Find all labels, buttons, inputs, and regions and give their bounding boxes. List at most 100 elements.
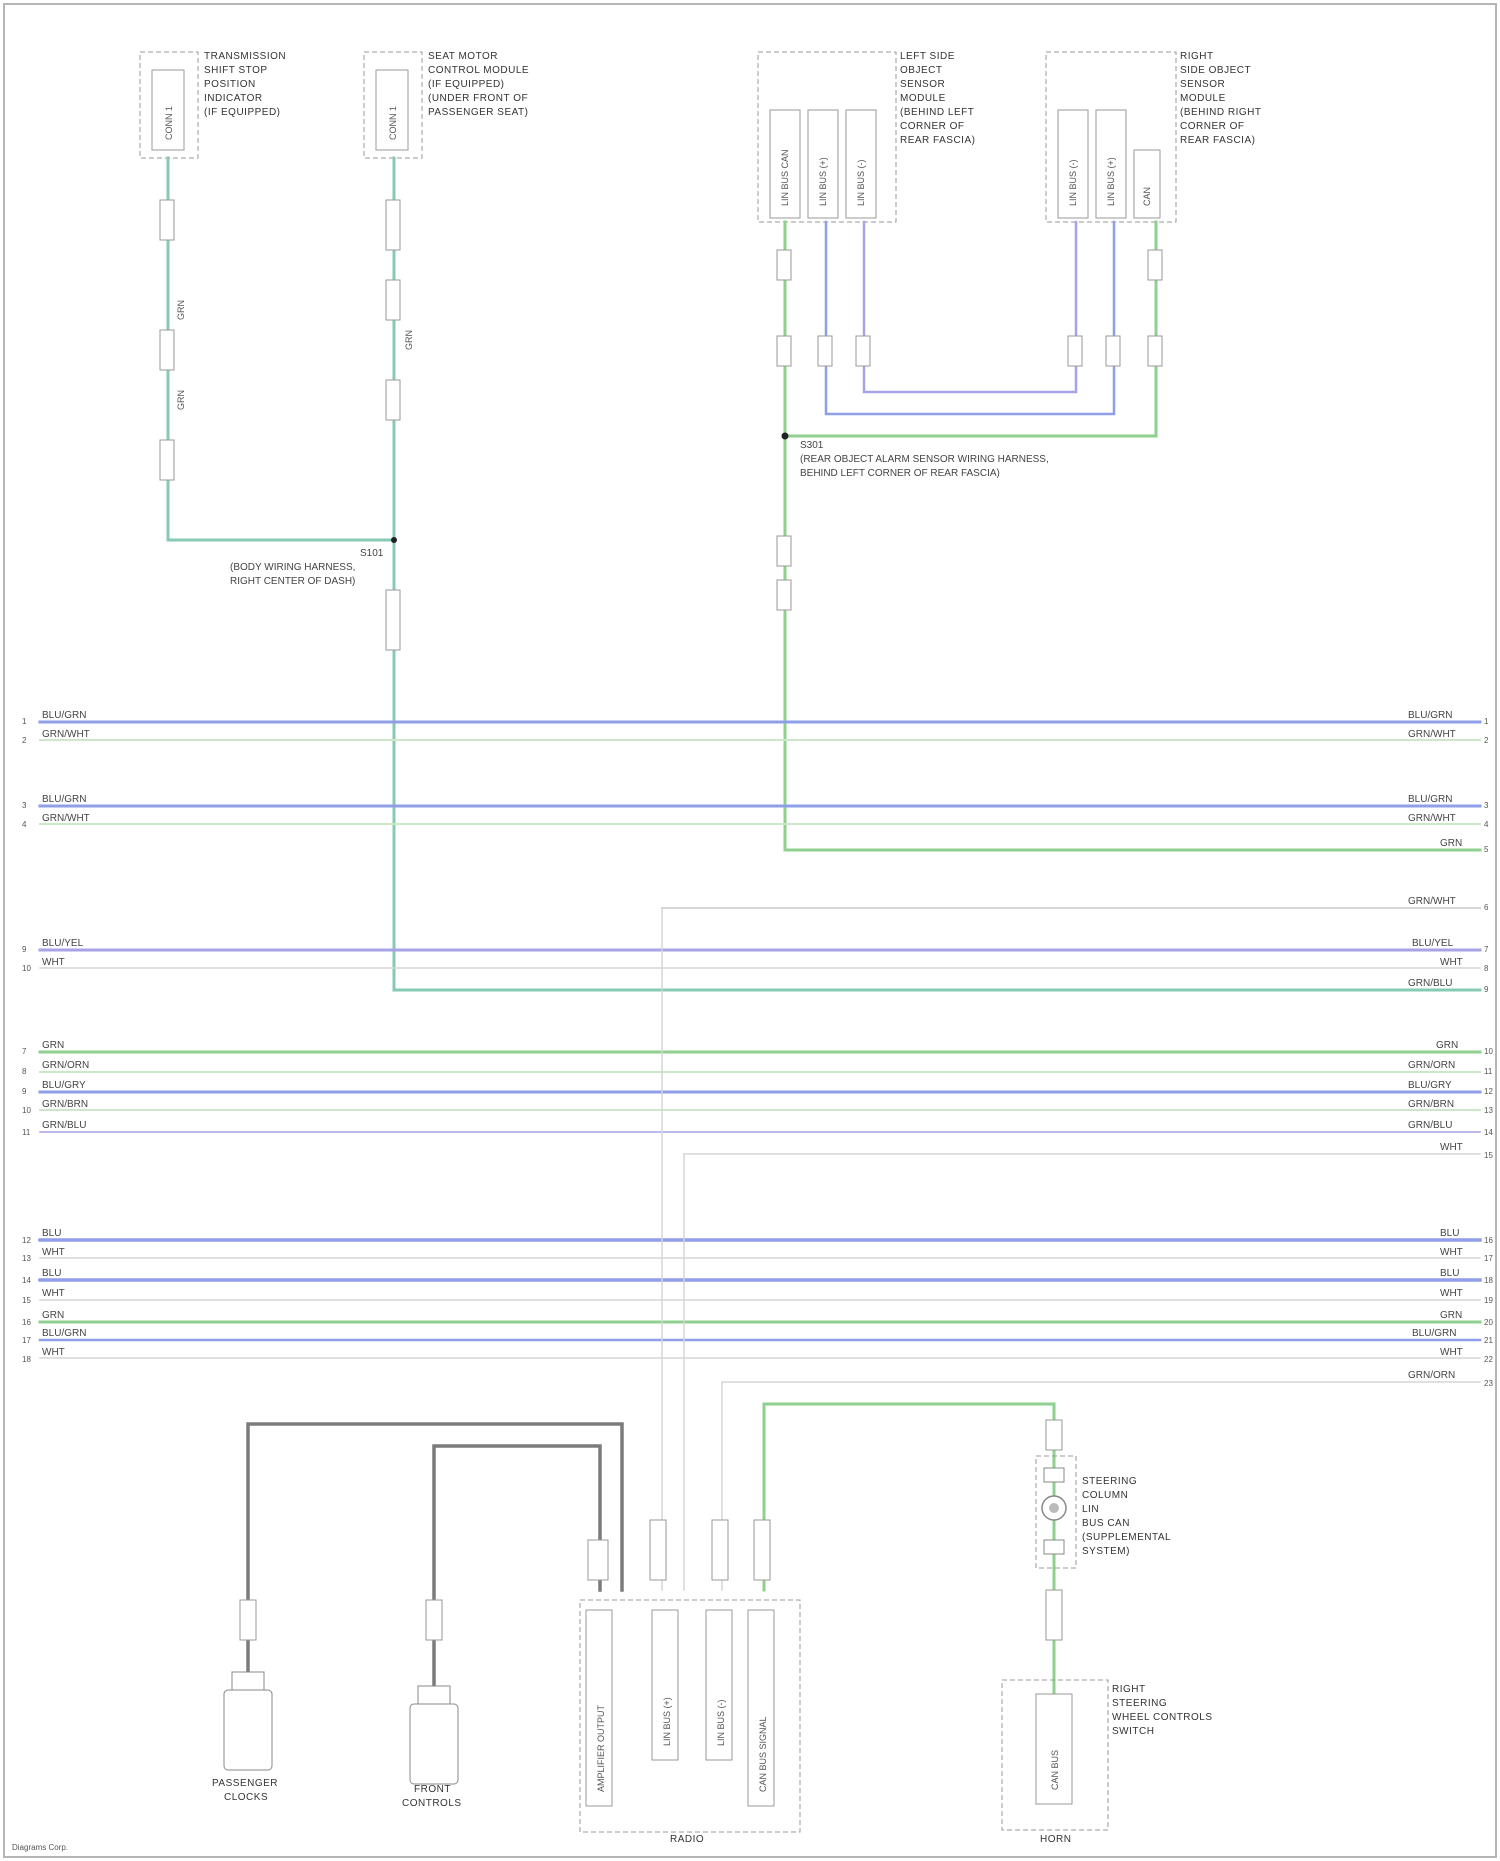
svg-text:GRN: GRN	[42, 1040, 64, 1051]
svg-text:WHT: WHT	[1440, 1288, 1463, 1299]
svg-text:17: 17	[1484, 1254, 1493, 1263]
block-label-line: COLUMN	[1082, 1490, 1128, 1501]
svg-text:AMPLIFIER OUTPUT: AMPLIFIER OUTPUT	[596, 1704, 606, 1792]
splice-label-line: BEHIND LEFT CORNER OF REAR FASCIA)	[800, 468, 1000, 479]
steering-clutch-component: STEERING COLUMN LIN BUS CAN (SUPPLEMENTA…	[1036, 1456, 1171, 1568]
svg-text:GRN/WHT: GRN/WHT	[42, 729, 90, 740]
svg-text:18: 18	[1484, 1276, 1493, 1285]
svg-text:14: 14	[22, 1276, 31, 1285]
splice-label-line: (BODY WIRING HARNESS,	[230, 562, 355, 573]
svg-text:GRN/WHT: GRN/WHT	[1408, 813, 1456, 824]
svg-text:20: 20	[1484, 1318, 1493, 1327]
svg-text:17: 17	[22, 1336, 31, 1345]
block-label-line: WHEEL CONTROLS	[1112, 1712, 1213, 1723]
svg-text:GRN: GRN	[1436, 1040, 1458, 1051]
svg-text:22: 22	[1484, 1355, 1493, 1364]
seat-module-pin-label: CONN 1	[388, 106, 398, 140]
block-label-line: SYSTEM)	[1082, 1546, 1130, 1557]
splice-right-label: S301 (REAR OBJECT ALARM SENSOR WIRING HA…	[800, 440, 1049, 479]
svg-text:9: 9	[22, 945, 27, 954]
svg-text:10: 10	[22, 1106, 31, 1115]
block-label-line: SWITCH	[1112, 1726, 1154, 1737]
right-sensor-label: RIGHT SIDE OBJECT SENSOR MODULE (BEHIND …	[1180, 51, 1262, 146]
svg-text:8: 8	[1484, 964, 1489, 973]
block-label-line: (UNDER FRONT OF	[428, 93, 528, 104]
svg-text:3: 3	[1484, 801, 1489, 810]
svg-text:GRN/BRN: GRN/BRN	[42, 1099, 88, 1110]
svg-text:2: 2	[22, 736, 27, 745]
module-label: RADIO	[670, 1834, 704, 1845]
svg-text:BLU: BLU	[1440, 1268, 1459, 1279]
svg-text:4: 4	[22, 820, 27, 829]
bus-group-1: 1 2 BLU/GRN GRN/WHT BLU/GRN GRN/WHT 1 2	[22, 710, 1489, 745]
block-label-line: (SUPPLEMENTAL	[1082, 1532, 1171, 1543]
svg-text:GRN: GRN	[404, 330, 414, 350]
svg-text:GRN: GRN	[1440, 838, 1462, 849]
switch-label: HORN	[1040, 1834, 1071, 1845]
svg-text:4: 4	[1484, 820, 1489, 829]
svg-text:1: 1	[1484, 717, 1489, 726]
splice-label-line: S101	[360, 548, 384, 559]
svg-text:BLU/GRY: BLU/GRY	[42, 1080, 86, 1091]
svg-text:LIN BUS (+): LIN BUS (+)	[1106, 157, 1116, 206]
svg-text:7: 7	[22, 1047, 27, 1056]
component-label: PASSENGER	[212, 1778, 278, 1789]
bus-group-3: 9 10 BLU/YEL WHT GRN/WHT BLU/YEL WHT GRN…	[22, 896, 1489, 994]
block-label-line: LEFT SIDE	[900, 51, 955, 62]
block-label-line: (BEHIND RIGHT	[1180, 107, 1262, 118]
front-controls-component: FRONT CONTROLS	[402, 1686, 462, 1809]
svg-text:18: 18	[22, 1355, 31, 1364]
svg-text:GRN/BLU: GRN/BLU	[1408, 978, 1452, 989]
svg-text:WHT: WHT	[1440, 957, 1463, 968]
svg-text:GRN: GRN	[1440, 1310, 1462, 1321]
svg-text:GRN: GRN	[176, 300, 186, 320]
svg-text:CAN BUS SIGNAL: CAN BUS SIGNAL	[758, 1716, 768, 1792]
trans-shift-sensor-block: CONN 1 TRANSMISSION SHIFT STOP POSITION …	[140, 51, 286, 158]
component-label: FRONT	[414, 1784, 451, 1795]
svg-text:BLU/GRY: BLU/GRY	[1408, 1080, 1452, 1091]
right-sensor-block: LIN BUS (-) LIN BUS (+) CAN RIGHT SIDE O…	[1046, 51, 1262, 222]
bus-group-5: 12 13 14 15 16 17 18 BLU WHT BLU WHT GRN…	[22, 1228, 1493, 1388]
component-label: CONTROLS	[402, 1798, 462, 1809]
svg-text:GRN: GRN	[42, 1310, 64, 1321]
svg-text:15: 15	[22, 1296, 31, 1305]
passenger-clocks-component: PASSENGER CLOCKS	[212, 1672, 278, 1803]
block-label-line: STEERING	[1112, 1698, 1167, 1709]
splice-label-line: S301	[800, 440, 824, 451]
svg-text:BLU/GRN: BLU/GRN	[1408, 794, 1452, 805]
splice-right-node	[782, 433, 789, 440]
svg-text:GRN/ORN: GRN/ORN	[42, 1060, 89, 1071]
svg-text:WHT: WHT	[1440, 1347, 1463, 1358]
svg-text:8: 8	[22, 1067, 27, 1076]
diagram-frame	[4, 4, 1496, 1857]
svg-text:WHT: WHT	[42, 957, 65, 968]
svg-text:BLU/GRN: BLU/GRN	[1412, 1328, 1456, 1339]
svg-text:CAN: CAN	[1142, 187, 1152, 206]
svg-text:GRN: GRN	[176, 390, 186, 410]
svg-text:GRN/WHT: GRN/WHT	[42, 813, 90, 824]
svg-text:2: 2	[1484, 736, 1489, 745]
svg-text:WHT: WHT	[42, 1347, 65, 1358]
trans-shift-sensor-pin-label: CONN 1	[164, 106, 174, 140]
block-label-line: RIGHT	[1180, 51, 1214, 62]
svg-text:6: 6	[1484, 903, 1489, 912]
bus-group-4: 7 8 9 10 11 GRN GRN/ORN BLU/GRY GRN/BRN …	[22, 1040, 1493, 1160]
svg-text:16: 16	[22, 1318, 31, 1327]
svg-text:GRN/WHT: GRN/WHT	[1408, 896, 1456, 907]
svg-text:BLU: BLU	[42, 1268, 61, 1279]
svg-text:1: 1	[22, 717, 27, 726]
block-label-line: POSITION	[204, 79, 256, 90]
svg-text:10: 10	[22, 964, 31, 973]
svg-text:14: 14	[1484, 1128, 1493, 1137]
block-label-line: STEERING	[1082, 1476, 1137, 1487]
bus-group-2: 3 4 BLU/GRN GRN/WHT BLU/GRN GRN/WHT GRN …	[22, 794, 1489, 854]
seat-module-label: SEAT MOTOR CONTROL MODULE (IF EQUIPPED) …	[428, 51, 529, 118]
svg-text:5: 5	[1484, 845, 1489, 854]
block-label-line: (IF EQUIPPED)	[428, 79, 505, 90]
splice-label-line: RIGHT CENTER OF DASH)	[230, 576, 355, 587]
block-label-line: MODULE	[1180, 93, 1226, 104]
svg-text:9: 9	[1484, 985, 1489, 994]
block-label-line: (BEHIND LEFT	[900, 107, 974, 118]
left-sensor-label: LEFT SIDE OBJECT SENSOR MODULE (BEHIND L…	[900, 51, 975, 146]
